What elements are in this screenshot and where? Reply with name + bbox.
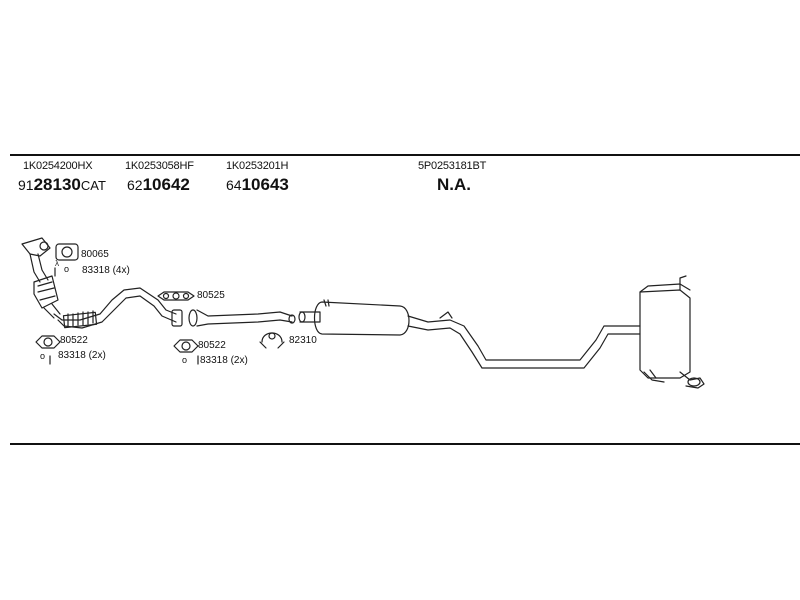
clamp-icon xyxy=(259,332,285,349)
callout-bolts-left: 83318 (2x) xyxy=(58,350,106,361)
callout-gasket-left: 80522 xyxy=(60,335,88,346)
part-number-catalytic-converter: 1K0254200HX xyxy=(23,160,93,172)
bottom-rule xyxy=(10,443,800,445)
callout-clamp: 82310 xyxy=(289,335,317,346)
price-main: 28130 xyxy=(33,175,81,194)
gasket-left-icon xyxy=(35,335,61,349)
price-main: 10642 xyxy=(142,175,190,194)
center-silencer-icon xyxy=(298,299,410,336)
gasket-center-icon xyxy=(173,339,199,353)
price-catalytic-converter: 9128130CAT xyxy=(18,175,106,195)
price-middle-pipe: 6410643 xyxy=(226,175,289,195)
price-suffix: CAT xyxy=(80,178,106,193)
callout-bolts-center: 83318 (2x) xyxy=(200,355,248,366)
rear-system-not-available: N.A. xyxy=(437,175,471,194)
middle-pipe-icon xyxy=(188,309,296,327)
svg-text:λ: λ xyxy=(55,259,59,268)
catalytic-converter-icon: λ xyxy=(21,237,61,319)
callout-gasket-mid: 80525 xyxy=(197,290,225,301)
price-main: 10643 xyxy=(241,175,289,194)
part-number-front-pipe: 1K0253058HF xyxy=(125,160,194,172)
top-rule xyxy=(10,154,800,156)
price-prefix: 91 xyxy=(18,177,34,193)
gasket-top-icon xyxy=(55,243,79,261)
bolt-marker: o xyxy=(182,355,188,365)
price-prefix: 64 xyxy=(226,177,242,193)
price-front-pipe: 6210642 xyxy=(127,175,190,195)
bolt-marker: o xyxy=(40,351,46,361)
price-prefix: 62 xyxy=(127,177,143,193)
callout-bolts-top: 83318 (4x) xyxy=(82,265,130,276)
gasket-mid-icon xyxy=(157,291,195,301)
callout-gasket-top: 80065 xyxy=(81,249,109,260)
front-pipe-icon xyxy=(53,287,183,329)
callout-gasket-center: 80522 xyxy=(198,340,226,351)
rear-connecting-pipe-icon xyxy=(407,311,641,369)
bolt-marker: o xyxy=(64,264,70,274)
part-number-rear-system: 5P0253181BT xyxy=(418,160,487,172)
part-number-middle-pipe: 1K0253201H xyxy=(226,160,289,172)
rear-silencer-icon xyxy=(639,275,705,389)
